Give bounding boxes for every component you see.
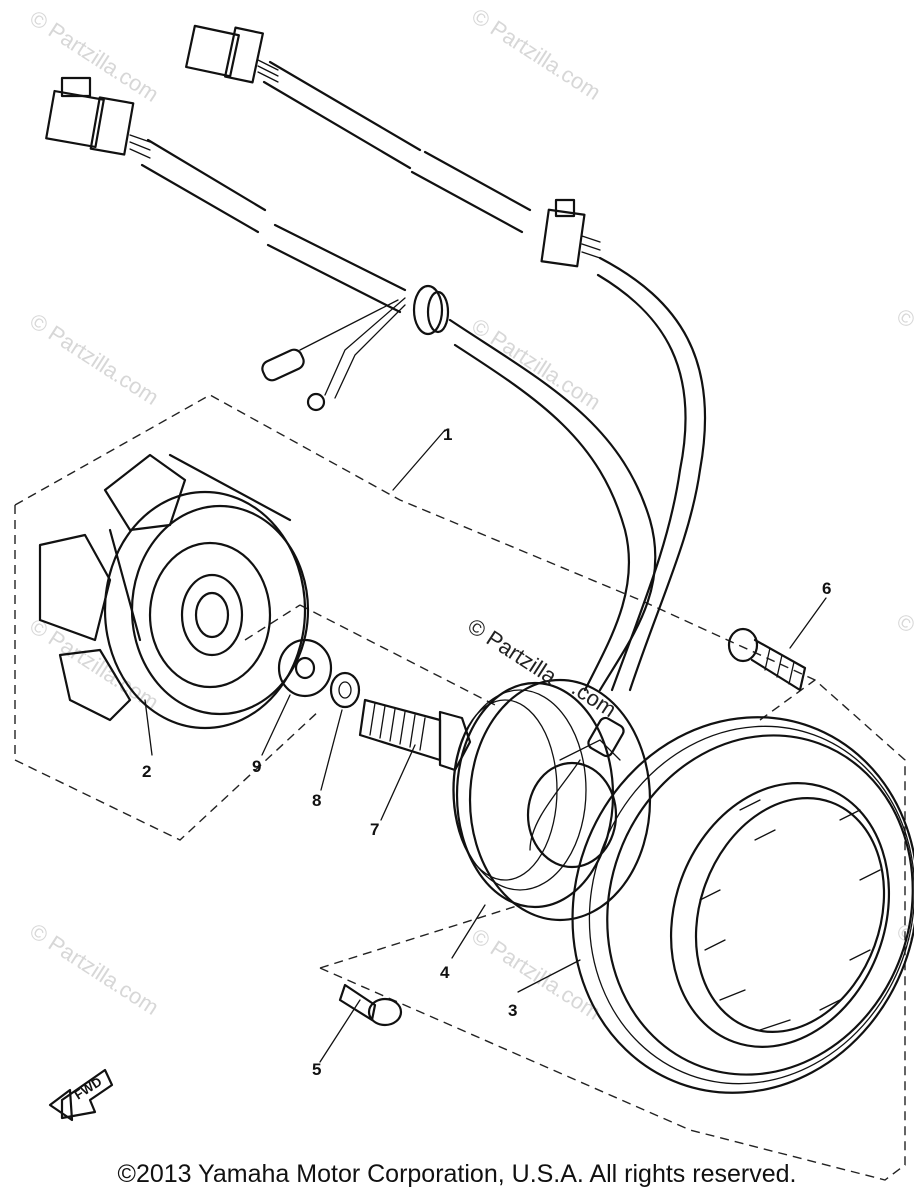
- center-watermark-line2: .com: [567, 675, 621, 722]
- watermark: © Partzilla.com: [25, 613, 163, 715]
- connector-c: [540, 198, 601, 268]
- connector-b: [45, 76, 151, 159]
- center-watermark-line1: © Partzilla: [463, 613, 562, 689]
- lock-washer: [329, 671, 361, 709]
- fwd-arrow-icon: FWD: [48, 1068, 114, 1122]
- stator-coil: [571, 716, 914, 1094]
- callout-8: 8: [312, 791, 321, 810]
- leader-lines: [144, 429, 827, 1063]
- callout-6: 6: [822, 579, 831, 598]
- callout-9: 9: [252, 757, 261, 776]
- flywheel-rotor: [38, 453, 310, 730]
- watermark: © Partzilla.com: [892, 303, 914, 405]
- fwd-label: FWD: [71, 1074, 104, 1103]
- screw: [338, 983, 403, 1027]
- watermark: © Partzilla.com: [25, 918, 163, 1020]
- callout-7: 7: [370, 820, 379, 839]
- watermark-layer: © Partzilla.com © Partzilla.com © Partzi…: [25, 3, 914, 1025]
- watermark: © Partzilla.com: [25, 308, 163, 410]
- watermark: © Partzilla.com: [892, 608, 914, 710]
- callout-4: 4: [440, 963, 450, 982]
- copyright-notice: ©2013 Yamaha Motor Corporation, U.S.A. A…: [117, 1160, 797, 1188]
- wire-harness: [45, 24, 707, 851]
- stator-bolt: [727, 627, 807, 692]
- callout-1: 1: [443, 425, 452, 444]
- callout-2: 2: [142, 762, 151, 781]
- watermark: © Partzilla.com: [467, 313, 605, 415]
- watermark: © Partzilla.com: [467, 3, 605, 105]
- callouts: 1 2 3 4 5 6 7 8 9: [142, 425, 831, 1079]
- washer: [277, 638, 333, 698]
- connector-a: [185, 24, 279, 84]
- watermark: © Partzilla.com: [467, 923, 605, 1025]
- callout-3: 3: [508, 1001, 517, 1020]
- rotor-bolt: [358, 698, 472, 772]
- callout-5: 5: [312, 1060, 321, 1079]
- watermark: © Partzilla.com: [25, 5, 163, 107]
- assembly-outline: [14, 394, 906, 1181]
